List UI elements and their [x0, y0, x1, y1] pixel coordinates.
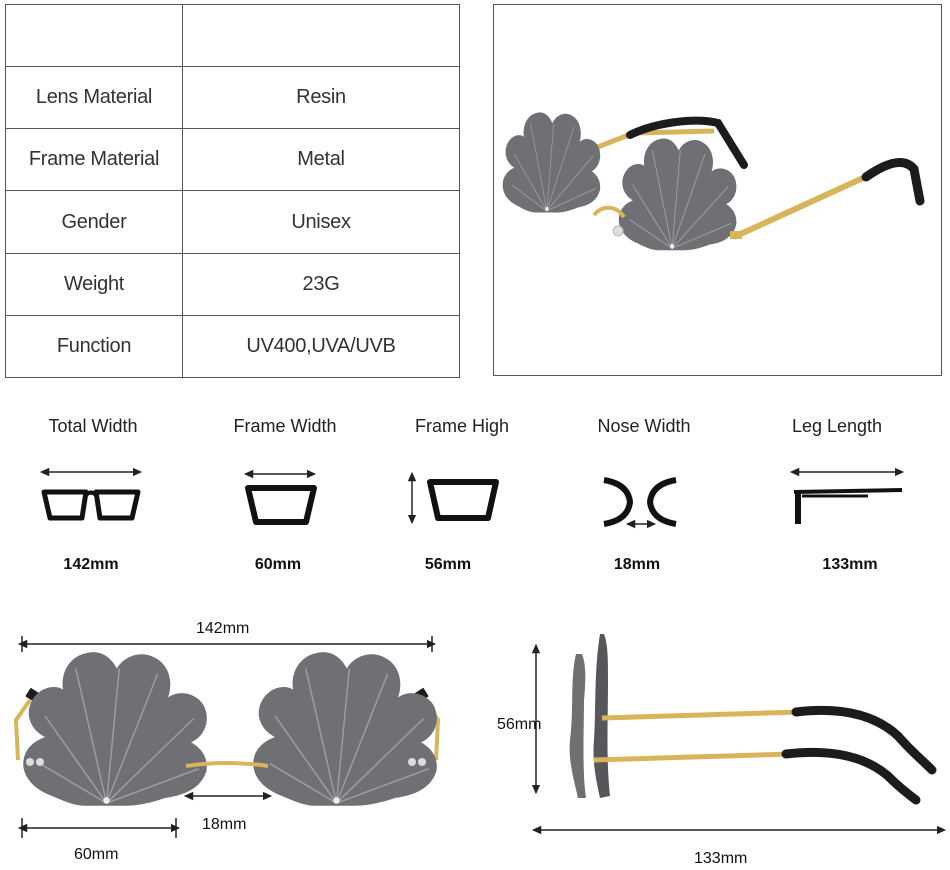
- front-bridge-width-label: 18mm: [202, 816, 247, 833]
- spec-value: Resin: [182, 66, 460, 130]
- dimension-value-total-width: 142mm: [63, 556, 119, 573]
- dimension-value-frame-width: 60mm: [254, 556, 302, 573]
- dimension-label-total-width: Total Width: [48, 416, 138, 436]
- table-header-cell: [5, 3, 183, 68]
- table-row: Lens Material Resin: [5, 66, 460, 130]
- table-row: Frame Material Metal: [5, 128, 460, 192]
- dimension-value-leg-length: 133mm: [822, 556, 878, 573]
- table-header-cell: [182, 3, 460, 68]
- sunglasses-angled-image: [502, 111, 925, 251]
- front-total-width-label: 142mm: [196, 620, 250, 637]
- table-row: Gender Unisex: [5, 190, 460, 254]
- nose-bridge-icon: [603, 477, 677, 529]
- side-leg-length-label: 133mm: [694, 850, 748, 867]
- front-lens-width-label: 60mm: [74, 846, 119, 863]
- dimension-value-frame-high: 56mm: [424, 556, 472, 573]
- product-photo: [493, 4, 942, 376]
- spec-label: Lens Material: [5, 66, 183, 130]
- glasses-front-icon: [39, 467, 143, 521]
- dimension-label-frame-width: Frame Width: [233, 416, 337, 436]
- spec-label: Gender: [5, 190, 183, 254]
- table-row: [5, 3, 460, 68]
- dimension-label-nose-width: Nose Width: [597, 416, 691, 436]
- spec-value: 23G: [182, 252, 460, 316]
- table-row: Weight 23G: [5, 252, 460, 316]
- dimension-label-leg-length: Leg Length: [791, 416, 883, 436]
- side-view-diagram: [531, 634, 947, 835]
- dimension-value-nose-width: 18mm: [613, 556, 661, 573]
- front-view-diagram: [13, 636, 441, 838]
- spec-label: Function: [5, 314, 183, 379]
- spec-value: UV400,UVA/UVB: [182, 314, 460, 379]
- dimension-label-frame-high: Frame High: [414, 416, 510, 436]
- table-row: Function UV400,UVA/UVB: [5, 314, 460, 379]
- single-lens-height-icon: [407, 471, 499, 525]
- side-height-label: 56mm: [497, 716, 542, 733]
- single-lens-width-icon: [243, 469, 317, 525]
- spec-label: Weight: [5, 252, 183, 316]
- temple-arm-icon: [789, 467, 905, 524]
- spec-value: Unisex: [182, 190, 460, 254]
- spec-table: Lens Material Resin Frame Material Metal…: [5, 3, 460, 379]
- spec-label: Frame Material: [5, 128, 183, 192]
- spec-value: Metal: [182, 128, 460, 192]
